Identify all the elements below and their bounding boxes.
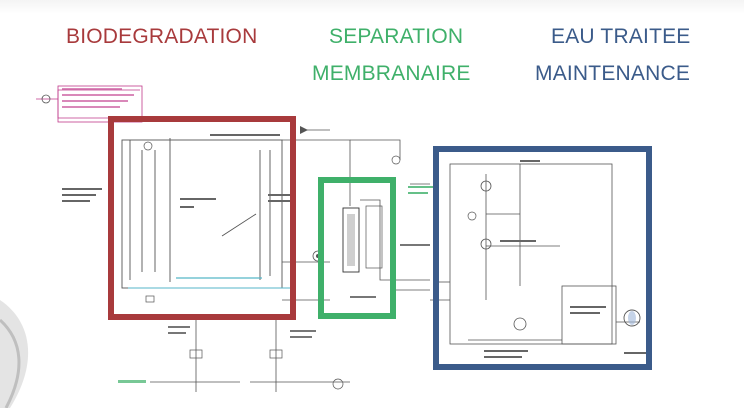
outlet-pump-icon [513, 317, 527, 331]
drain-valve-icon [145, 295, 155, 303]
uv-lamp-icon [623, 309, 641, 327]
background-swirl-line [0, 318, 21, 408]
bioreactor [121, 138, 283, 289]
membrane-fibers [347, 214, 355, 266]
dosing-labels [62, 88, 134, 108]
membranaire-heading: MEMBRANAIRE [312, 62, 471, 85]
alimentation-label [118, 380, 146, 383]
sludge-valve-icon [189, 349, 203, 359]
pressure-gauge-icon [391, 155, 401, 165]
eau-traitee-heading: EAU TRAITEE [551, 25, 691, 48]
flow-arrow-icon [300, 126, 308, 134]
treated-water-unit [434, 163, 640, 345]
level-sensor-icon [143, 141, 153, 151]
dosing-pump-icon [41, 94, 51, 104]
separation-box [318, 177, 396, 319]
biodegradation-heading: BIODEGRADATION [66, 25, 258, 48]
permeate-label-2 [408, 192, 428, 194]
purge-valve-icon [269, 349, 283, 359]
permeate-label [408, 186, 434, 188]
biodegradation-box [108, 116, 296, 320]
chlorine-dosing-icon [467, 211, 477, 221]
recirculation-piping [282, 129, 430, 301]
uv-lamp-body [628, 311, 636, 325]
bottom-labels [168, 244, 430, 338]
backwash-tank [365, 205, 383, 269]
flow-meter-icon [480, 180, 492, 192]
bioreactor-labels [62, 134, 296, 208]
transfer-pump-icon [480, 238, 492, 250]
maintenance-heading: MAINTENANCE [535, 62, 691, 85]
membrane-module [342, 207, 360, 273]
treated-water-labels [484, 160, 648, 358]
outlet-meter-icon [332, 378, 344, 390]
bottom-piping [150, 299, 450, 392]
eau-traitee-box [433, 146, 652, 370]
separation-heading: SEPARATION [329, 25, 464, 48]
